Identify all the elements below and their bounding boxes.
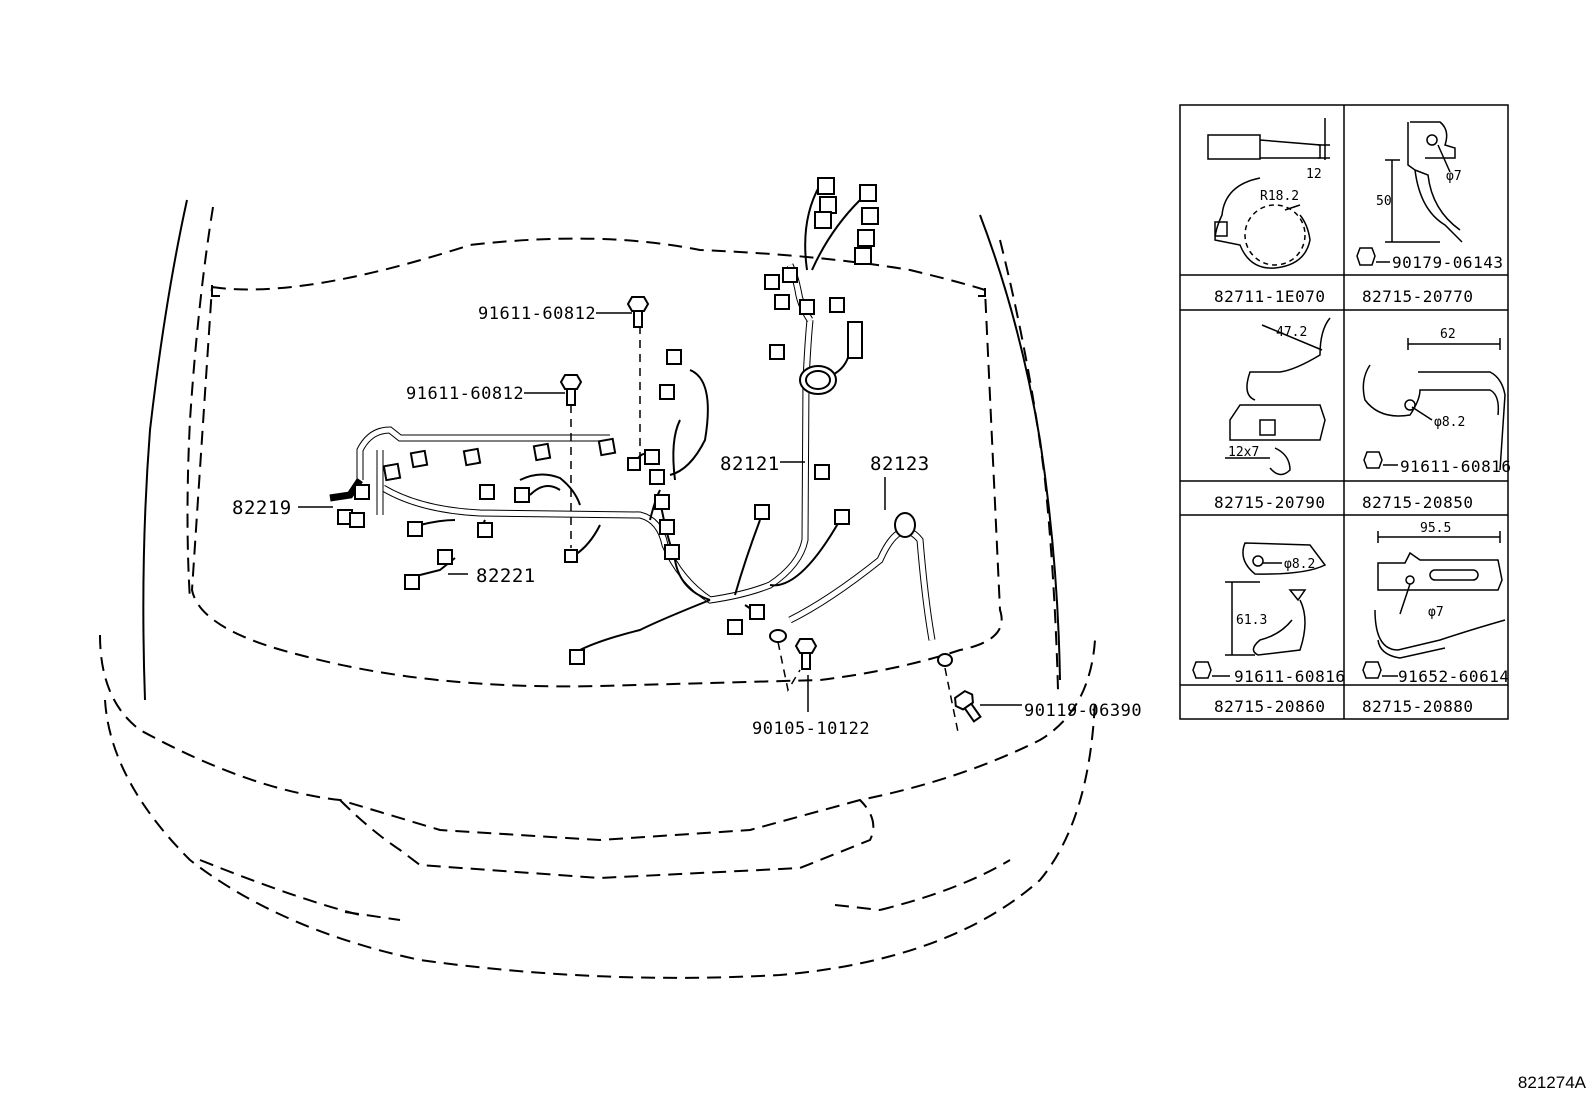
cell6-dim-a: 95.5 <box>1420 521 1451 536</box>
label-bolt-90119: 90119-06390 <box>1024 701 1142 721</box>
bolt-90119-06390-icon <box>954 689 982 723</box>
cell3-dim-b: 12x7 <box>1228 445 1259 460</box>
detail-cell-3-drawing <box>1225 317 1331 476</box>
bolt-90105-10122-icon <box>794 638 818 670</box>
cell2-fastener: 90179-06143 <box>1392 253 1503 272</box>
cell6-dim-b: φ7 <box>1428 605 1444 620</box>
cell3-dim-a: 47.2 <box>1276 325 1307 340</box>
bolt-91611-60812-top-icon <box>626 296 650 328</box>
label-bolt-mid: 91611-60812 <box>406 384 524 404</box>
cell2-dim-a: 50 <box>1376 194 1392 209</box>
cell5-dim-a: φ8.2 <box>1284 557 1315 572</box>
cell5-dim-b: 61.3 <box>1236 613 1267 628</box>
cell4-dim-a: 62 <box>1440 327 1456 342</box>
cell4-fastener: 91611-60816 <box>1400 457 1511 476</box>
cell6-fastener: 91652-60614 <box>1398 667 1509 686</box>
harness-main <box>329 184 936 651</box>
cell5-caption: 82715-20860 <box>1214 697 1325 716</box>
detail-cell-1-drawing <box>1207 118 1330 269</box>
part-labels: 91611-60812 91611-60812 82219 82221 8212… <box>232 304 1142 739</box>
label-82123: 82123 <box>870 453 930 475</box>
label-82219: 82219 <box>232 497 292 519</box>
cell4-caption: 82715-20850 <box>1362 493 1473 512</box>
diagram-id-label: 821274A <box>1517 1073 1586 1092</box>
detail-cell-2-drawing <box>1356 121 1463 266</box>
cell1-dim-b: R18.2 <box>1260 189 1299 204</box>
label-bolt-top: 91611-60812 <box>478 304 596 324</box>
harness-connectors <box>337 177 953 667</box>
cell1-caption: 82711-1E070 <box>1214 287 1325 306</box>
detail-cell-5-drawing <box>1192 542 1327 679</box>
leader-lines <box>298 312 1022 733</box>
cell1-dim-a: 12 <box>1306 167 1322 182</box>
cell2-caption: 82715-20770 <box>1362 287 1473 306</box>
cell6-caption: 82715-20880 <box>1362 697 1473 716</box>
detail-cell-4-drawing <box>1362 338 1506 471</box>
bolt-icons <box>559 296 982 723</box>
cell2-dim-b: φ7 <box>1446 169 1462 184</box>
cell4-dim-b: φ8.2 <box>1434 415 1465 430</box>
label-82121: 82121 <box>720 453 780 475</box>
bolt-91611-60812-mid-icon <box>559 374 583 406</box>
cell5-fastener: 91611-60816 <box>1234 667 1345 686</box>
detail-table <box>1179 104 1509 720</box>
label-bolt-90105: 90105-10122 <box>752 719 870 739</box>
cell3-caption: 82715-20790 <box>1214 493 1325 512</box>
label-82221: 82221 <box>476 565 536 587</box>
detail-cell-6-drawing <box>1362 531 1506 679</box>
car-body-outline <box>99 199 1096 979</box>
